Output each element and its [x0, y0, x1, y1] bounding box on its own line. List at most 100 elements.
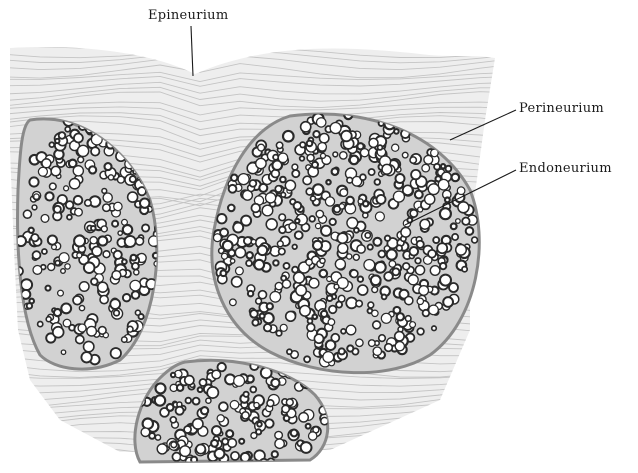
nerve-fiber	[207, 387, 218, 398]
nerve-fiber	[81, 352, 91, 362]
nerve-fiber	[103, 193, 112, 202]
nerve-fiber	[236, 267, 244, 275]
nerve-fiber	[456, 245, 467, 256]
nerve-fiber	[373, 347, 381, 355]
nerve-fiber	[53, 327, 64, 338]
label-epineurium: Epineurium	[148, 8, 228, 23]
nerve-fiber	[111, 348, 121, 358]
nerve-fiber	[54, 309, 61, 316]
nerve-fiber	[156, 383, 166, 393]
nerve-fiber	[307, 154, 314, 161]
nerve-fiber	[233, 223, 243, 233]
nerve-fiber	[353, 254, 359, 260]
nerve-fiber	[396, 174, 405, 183]
nerve-fiber	[251, 204, 260, 213]
nerve-fiber	[340, 152, 347, 159]
nerve-fiber	[295, 219, 299, 223]
nerve-fiber	[317, 118, 326, 127]
nerve-fiber	[278, 153, 287, 162]
leader-line-epineurium	[191, 26, 193, 76]
nerve-fiber	[292, 164, 298, 170]
nerve-fiber	[300, 306, 311, 317]
nerve-fiber	[360, 174, 366, 180]
nerve-fiber	[334, 206, 340, 212]
nerve-fiber	[291, 430, 298, 437]
nerve-fiber	[411, 170, 420, 179]
nerve-fiber	[328, 319, 335, 326]
nerve-fiber	[307, 324, 315, 332]
nerve-fiber	[29, 177, 38, 186]
nerve-fiber	[90, 237, 97, 244]
nerve-fiber	[428, 250, 436, 258]
nerve-fiber	[357, 245, 365, 253]
nerve-fiber	[313, 184, 324, 195]
nerve-fiber	[196, 445, 205, 454]
nerve-fiber	[63, 319, 71, 327]
nerve-fiber	[327, 295, 333, 301]
nerve-fiber	[185, 376, 194, 385]
nerve-fiber	[313, 241, 322, 250]
nerve-fiber	[259, 184, 267, 192]
nerve-fiber	[232, 277, 242, 287]
nerve-fiber	[458, 202, 469, 213]
nerve-fiber	[457, 187, 465, 195]
nerve-fiber	[250, 180, 257, 187]
nerve-fiber	[55, 139, 59, 143]
nerve-fiber	[78, 324, 86, 332]
nerve-fiber	[335, 259, 345, 269]
nerve-fiber	[368, 302, 374, 308]
nerve-fiber	[218, 363, 226, 371]
nerve-fiber	[64, 186, 69, 191]
nerve-fiber	[128, 192, 138, 202]
nerve-fiber	[259, 291, 267, 299]
nerve-fiber	[103, 251, 110, 258]
nerve-fiber	[358, 285, 368, 295]
label-perineurium: Perineurium	[519, 101, 604, 116]
nerve-fiber	[339, 348, 345, 354]
nerve-fiber	[193, 398, 200, 405]
nerve-fiber	[84, 341, 94, 351]
nerve-fiber	[316, 223, 321, 228]
nerve-fiber	[385, 236, 390, 241]
nerve-fiber	[452, 234, 458, 240]
nerve-fiber	[433, 237, 439, 243]
nerve-fiber	[230, 299, 237, 306]
nerve-fiber	[155, 435, 160, 440]
nerve-fiber	[46, 286, 51, 291]
nerve-fiber	[275, 282, 282, 289]
nerve-fiber	[341, 329, 346, 334]
nerve-fiber	[256, 158, 266, 168]
nerve-fiber	[440, 275, 451, 286]
nerve-fiber	[132, 263, 139, 270]
nerve-fiber	[276, 331, 281, 336]
nerve-fiber	[123, 294, 130, 301]
nerve-fiber	[280, 324, 287, 331]
nerve-fiber	[198, 387, 203, 392]
nerve-fiber	[75, 208, 83, 216]
nerve-fiber	[114, 310, 120, 316]
nerve-fiber	[377, 195, 386, 204]
nerve-fiber	[428, 184, 439, 195]
nerve-fiber	[246, 260, 252, 266]
nerve-fiber	[89, 166, 96, 173]
nerve-fiber	[51, 166, 60, 175]
nerve-fiber	[211, 440, 218, 447]
nerve-fiber	[378, 145, 383, 150]
nerve-fiber	[231, 452, 239, 460]
nerve-fiber	[193, 419, 203, 429]
nerve-fiber	[316, 210, 323, 217]
nerve-fiber	[279, 214, 286, 221]
nerve-fiber	[223, 241, 233, 251]
nerve-fiber	[275, 186, 281, 192]
nerve-fiber	[33, 266, 42, 275]
nerve-fiber	[356, 339, 363, 346]
nerve-fiber	[312, 162, 318, 168]
nerve-fiber	[402, 152, 408, 158]
nerve-fiber	[61, 269, 66, 274]
nerve-fiber	[264, 324, 271, 331]
nerve-fiber	[167, 404, 174, 411]
nerve-fiber	[132, 291, 140, 299]
nerve-fiber	[234, 376, 245, 387]
nerve-fiber	[170, 417, 176, 423]
nerve-fiber	[333, 152, 338, 157]
